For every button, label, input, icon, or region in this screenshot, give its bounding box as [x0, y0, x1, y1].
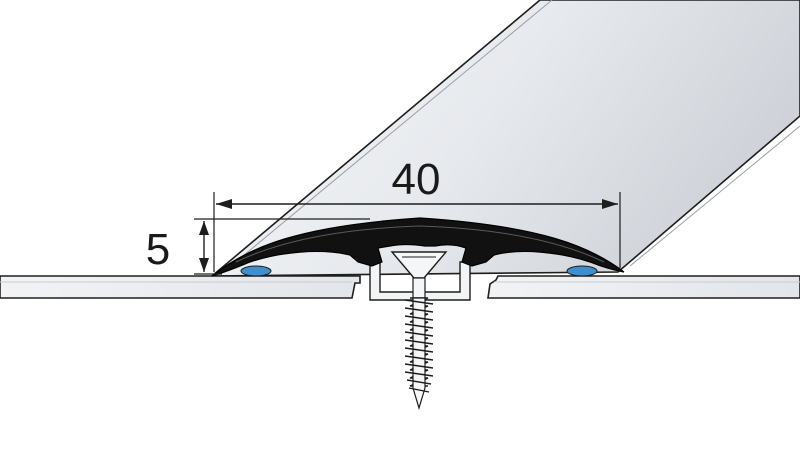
width-dimension: 40 — [213, 155, 621, 272]
adhesive-tape-left — [240, 265, 272, 277]
height-dimension: 5 — [146, 218, 370, 275]
height-arrow-top — [199, 221, 209, 235]
countersunk-screw — [390, 251, 448, 411]
width-dimension-label: 40 — [392, 155, 441, 204]
profile-strip-perspective — [209, 0, 800, 277]
floor-slab-left — [0, 275, 361, 299]
floor-slab-right — [487, 275, 800, 299]
profile-top-highlight — [235, 225, 605, 263]
screw-shank — [412, 277, 426, 299]
adhesive-tape-right — [566, 265, 598, 277]
strip-edge-highlight — [225, 0, 553, 271]
height-dimension-label: 5 — [146, 225, 170, 274]
height-arrow-bottom — [199, 258, 209, 272]
width-arrow-right — [602, 199, 618, 209]
strip-edge-highlight-right — [629, 125, 800, 267]
screw-thread-front — [404, 299, 434, 393]
width-arrow-left — [216, 199, 232, 209]
transition-profile — [211, 217, 625, 277]
